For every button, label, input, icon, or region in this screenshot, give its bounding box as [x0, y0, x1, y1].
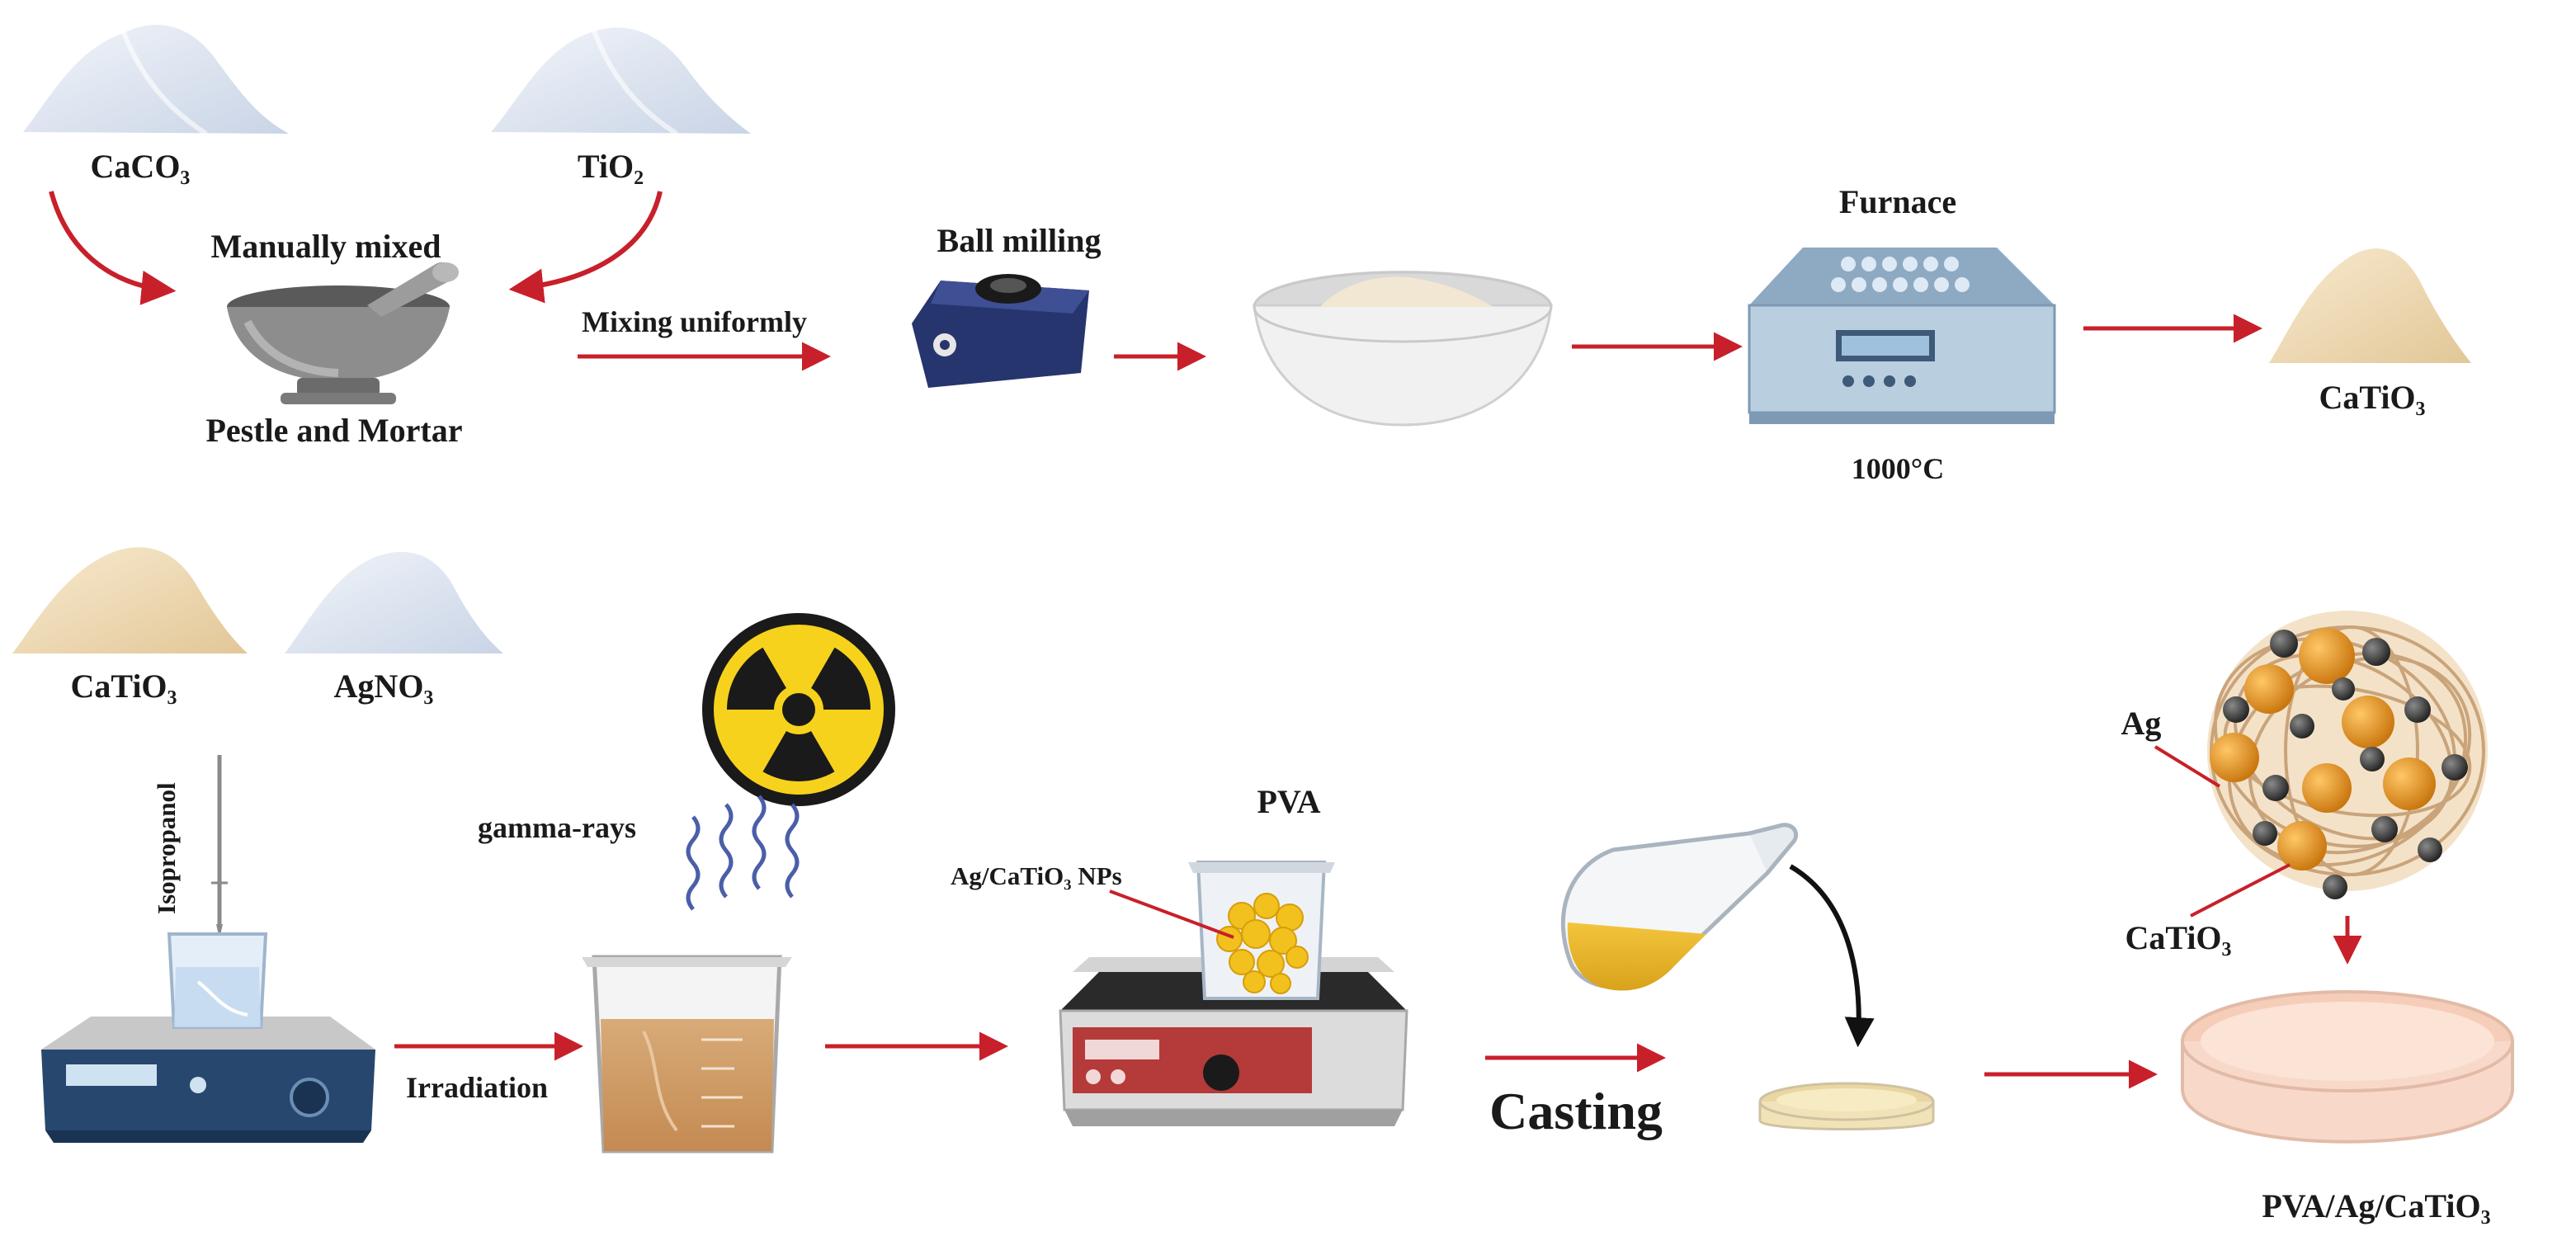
final-product-label: PVA/Ag/CaTiO₃ [2262, 1187, 2490, 1224]
flask-icon [1560, 823, 1799, 991]
radiation-symbol-icon [702, 613, 895, 806]
np-pointer-line [1109, 889, 1234, 939]
mortar-pestle-icon [227, 262, 459, 404]
irradiation-label: Irradiation [406, 1071, 548, 1104]
ag-label: Ag [2121, 705, 2162, 742]
gamma-rays-label: gamma-rays [478, 811, 636, 844]
gamma-wave-icon [686, 795, 800, 911]
beaker-3-icon [1188, 861, 1335, 1000]
arrow-pour-to-dish [1789, 864, 1875, 1048]
temperature-label: 1000°C [1852, 452, 1944, 485]
casting-label: Casting [1489, 1082, 1663, 1140]
catio3-particle-label: CaTiO₃ [2125, 919, 2231, 956]
catio3-product-label: CaTiO₃ [2319, 379, 2425, 416]
np-label: Ag/CaTiO₃ NPs [951, 861, 1122, 890]
hotplate-stirrer-2-icon [1059, 957, 1408, 1126]
catio3-reagent-label: CaTiO₃ [70, 668, 177, 705]
petri-dish-small-icon [1758, 1082, 1935, 1130]
nanocomposite-sphere-icon [2207, 611, 2488, 899]
arrow-caco3-to-mortar [49, 191, 177, 305]
isopropanol-label: Isopropanol [152, 782, 181, 914]
hotplate-stirrer-1-icon [41, 1017, 375, 1143]
tio2-powder-icon [491, 27, 751, 136]
pestle-mortar-label: Pestle and Mortar [205, 412, 462, 449]
arrow-tio2-to-mortar [508, 191, 663, 304]
furnace-label: Furnace [1839, 183, 1956, 220]
petri-dish-large-icon [2181, 990, 2514, 1144]
mixing-uniformly-label: Mixing uniformly [582, 305, 807, 338]
ball-mill-icon [912, 274, 1089, 388]
catio3-pointer-line [2190, 863, 2291, 918]
furnace-icon [1748, 248, 2056, 424]
caco3-powder-icon [23, 25, 289, 136]
pipette-icon [211, 755, 228, 939]
catio3-product-powder-icon [2269, 248, 2471, 363]
ag-pointer-line [2154, 745, 2221, 788]
catio3-reagent-powder-icon [12, 547, 248, 653]
agno3-label: AgNO₃ [334, 668, 434, 705]
beaker-2-icon [582, 955, 792, 1154]
tio2-label: TiO₂ [578, 148, 644, 185]
bowl-icon [1253, 271, 1553, 427]
beaker-1-icon [167, 932, 268, 1029]
caco3-label: CaCO₃ [91, 148, 191, 185]
pva-label: PVA [1257, 783, 1320, 820]
ball-milling-label: Ball milling [937, 222, 1102, 259]
manually-mixed-label: Manually mixed [211, 228, 441, 265]
agno3-powder-icon [285, 551, 503, 653]
